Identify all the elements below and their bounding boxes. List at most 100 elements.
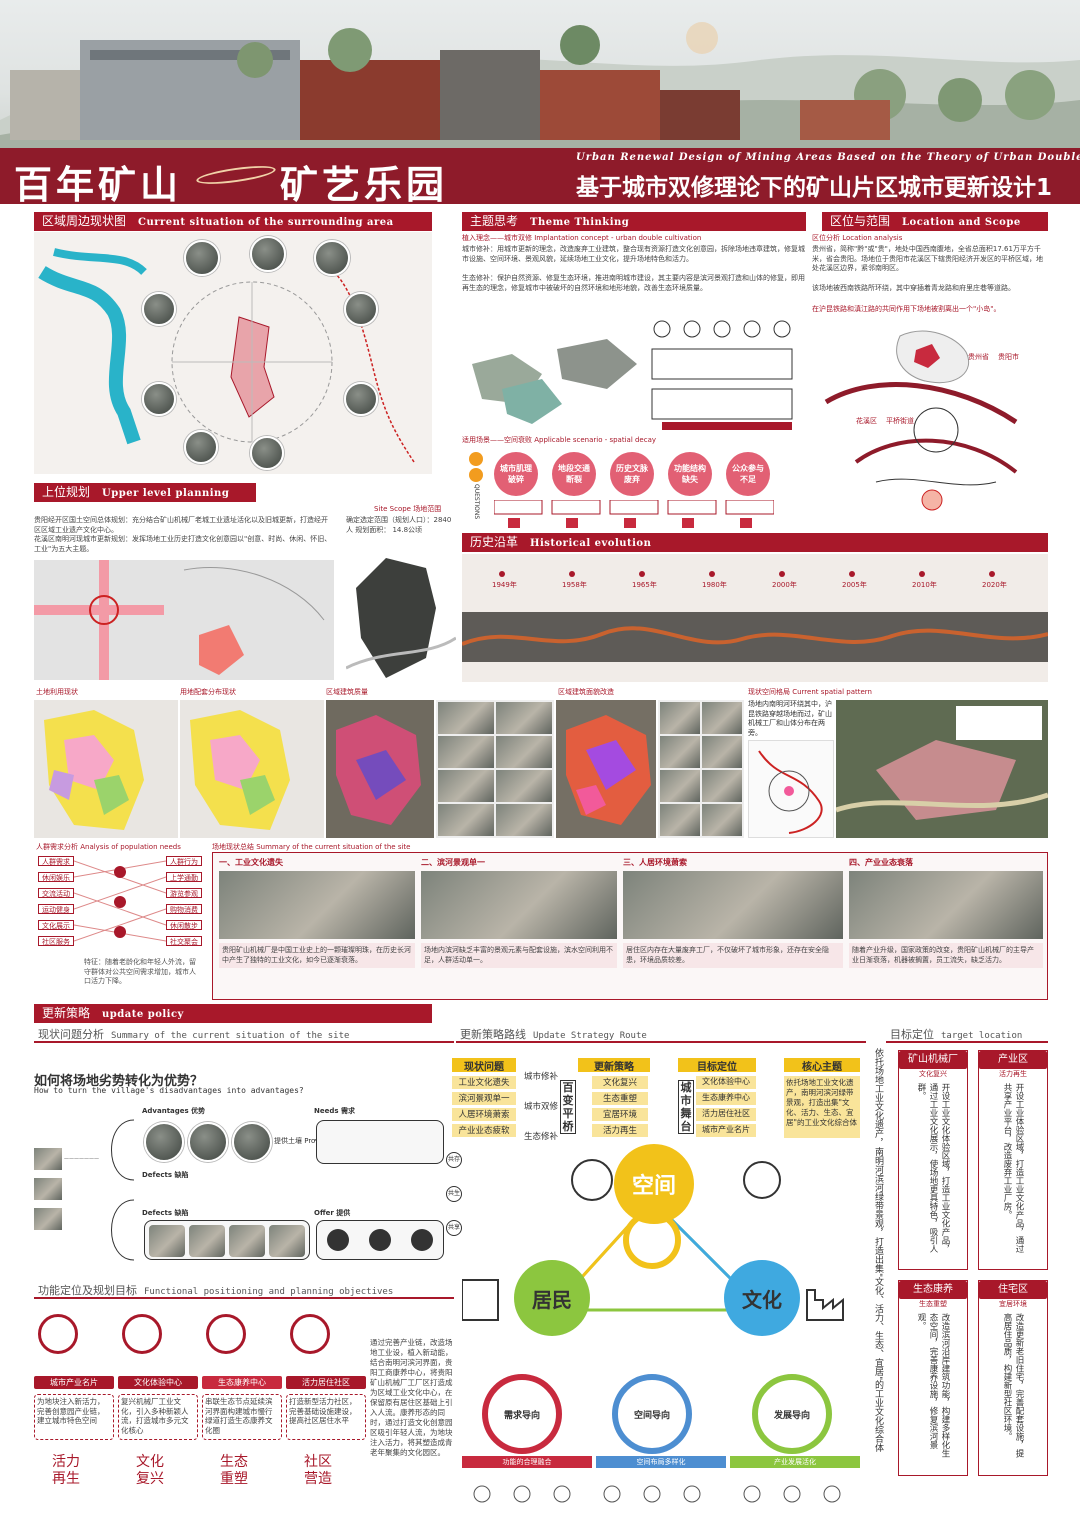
upper-p1: 贵阳经开区国土空间总体规划：充分结合矿山机械厂老城工业遗址活化以及旧城更新，打造… — [34, 516, 328, 534]
flow-bar: 空间布局多样化 — [596, 1456, 726, 1468]
photo-circle — [142, 382, 176, 416]
upper-p2: 花溪区南明河现城市更新规划：发挥场地工业历史打造文化创意园以"创意、时尚、休闲、… — [34, 535, 332, 553]
defect-label: Defects 缺陷 — [142, 1171, 189, 1179]
title-cn-left-1: 百年矿山 — [14, 162, 183, 207]
issue-text: 居住区内存在大量废弃工厂，不仅破坏了城市形象，还存在安全隐患，环境品质较差。 — [623, 943, 843, 968]
subheader-route: 更新策略路线 Update Strategy Route — [456, 1026, 866, 1043]
section-en: Current situation of the surrounding are… — [138, 217, 394, 228]
history-year: 1949年 — [492, 581, 517, 589]
target-card-title: 产业区 — [979, 1051, 1047, 1069]
needs-chip: 交流活动 — [38, 888, 74, 898]
map-label: 贵阳市 — [998, 353, 1019, 361]
subheader-en: Update Strategy Route — [533, 1031, 647, 1041]
site-scope-drawing — [345, 558, 457, 678]
defect-label-2: Defects 缺陷 — [142, 1209, 189, 1217]
target-card-sub: 活力再生 — [999, 1070, 1027, 1078]
adv-photo — [188, 1122, 228, 1162]
offer-box — [316, 1220, 444, 1260]
needs-title-2: 场地现状总结 Summary of the current situation … — [212, 843, 411, 851]
theme-flow-diagram — [472, 320, 793, 430]
flow-icons — [473, 1485, 841, 1503]
offer-label: Offer 提供 — [314, 1209, 351, 1217]
needs-chip: 社区服务 — [38, 936, 74, 946]
flow-bar: 功能的合理融合 — [462, 1456, 592, 1468]
spatial-pattern-drawing — [758, 750, 823, 834]
map-caption: 用地配套分布现状 — [180, 688, 236, 696]
history-year: 1965年 — [632, 581, 657, 589]
history-timeline: 1949年 1958年 1965年 1980年 2000年 2005年 2010… — [461, 554, 1049, 682]
func-tag: 生态康养中心 — [202, 1376, 282, 1389]
issue-title: 三、人居环境萧索 — [623, 858, 687, 867]
aerial-photo — [836, 700, 1048, 838]
target-card: 矿山机械厂 文化复兴 开设工业文化体验区域，打造工业文化产品，通过工业文化展示，… — [898, 1050, 968, 1270]
subheader-function: 功能定位及规划目标 Functional positioning and pla… — [34, 1282, 454, 1299]
photo-circle — [142, 292, 176, 326]
needs-chip: 游览参观 — [166, 888, 202, 898]
triangle-diagram: 空间 居民 文化 — [461, 1140, 862, 1350]
target-cell: 城市产业名片 — [696, 1124, 756, 1137]
func-icon — [38, 1314, 78, 1354]
map-label: 平桥街道 — [886, 417, 914, 425]
target-card-title: 生态康养 — [899, 1281, 967, 1299]
issue-card: 二、滨河景观单一 场地内滨河缺乏丰富的景观元素与配套设施，滨水空间利用不足，人群… — [421, 857, 617, 968]
landuse-drawing — [44, 710, 144, 830]
history-note: 场地内南明河环绕其中，沪昆铁路穿越场地而过，矿山机械工厂和山体分布在两旁。 — [748, 700, 832, 737]
question-detail-row — [493, 499, 775, 530]
stage-bubble: 共享 — [446, 1220, 462, 1236]
strategy-route-table: 现状问题 更新策略 目标定位 核心主题 工业文化遗失 滨河景观单一 人居环境萧索… — [452, 1058, 862, 1142]
map-caption: 区域建筑质量 — [326, 688, 368, 696]
theme-p2: 生态修补：保护自然资源、修复生态环境，推进南明城市建设，其主要内容是滨河景观打造… — [462, 274, 805, 292]
repair-label: 生态修补 — [524, 1132, 559, 1142]
problem-cell: 产业业态疲软 — [452, 1124, 516, 1137]
location-map-drawing — [824, 330, 1018, 511]
issues-panel: 一、工业文化遗失 贵阳矿山机械厂是中国工业史上的一颗璀璨明珠，在历史长河中产生了… — [212, 852, 1048, 1000]
title-cn-right: 基于城市双修理论下的矿山片区城市更新设计1 — [576, 175, 1053, 201]
section-en: update policy — [102, 1009, 184, 1020]
issue-card: 一、工业文化遗失 贵阳矿山机械厂是中国工业史上的一颗璀璨明珠，在历史长河中产生了… — [219, 857, 415, 968]
history-year: 1958年 — [562, 581, 587, 589]
adv-photo — [232, 1122, 272, 1162]
goal-word: 社区营造 — [304, 1454, 332, 1487]
needs-chip: 人群行为 — [166, 856, 202, 866]
question-bubble: 地段交通断裂 — [552, 452, 596, 496]
section-en: Location and Scope — [902, 217, 1021, 228]
needs-note: 特征：随着老龄化和年轻人外流，留守群体对公共空间需求增加，城市人口活力下降。 — [84, 958, 196, 985]
issue-title: 一、工业文化遗失 — [219, 858, 283, 867]
problem-cell: 滨河景观单一 — [452, 1092, 516, 1105]
target-card-title: 矿山机械厂 — [899, 1051, 967, 1069]
goal-word: 文化复兴 — [136, 1454, 164, 1487]
map-caption: 土地利用现状 — [36, 688, 78, 696]
surrounding-map — [34, 232, 432, 474]
theme-intro: 植入理念——城市双修 Implantation concept - urban … — [462, 234, 702, 242]
repair-label: 城市修补 — [524, 1072, 559, 1082]
swirl-ornament — [195, 162, 277, 188]
building-photo-grid — [436, 700, 554, 838]
section-cn: 历史沿革 — [470, 535, 519, 549]
stage-bubble: 共生 — [446, 1186, 462, 1202]
subheader-cn: 目标定位 — [890, 1028, 934, 1041]
stage-word: 城市舞台 — [678, 1080, 694, 1134]
target-cell: 活力居住社区 — [696, 1108, 756, 1121]
target-card-sub: 宜居环境 — [999, 1300, 1027, 1308]
photo-circle — [184, 430, 218, 464]
photo-circle — [344, 292, 378, 326]
questions-icon: QUESTIONS — [464, 450, 488, 530]
photo-circle — [250, 436, 284, 470]
map-caption: 区域建筑面貌改造 — [558, 688, 614, 696]
title-en: Urban Renewal Design of Mining Areas Bas… — [576, 152, 1080, 163]
provide-label: 提供土壤 Providing soil — [274, 1137, 351, 1145]
func-icon — [206, 1314, 246, 1354]
advantage-diagram: ——————— Advantages 优势 Defects 缺陷 提供土壤 Pr… — [34, 1100, 462, 1276]
issue-text: 贵阳矿山机械厂是中国工业史上的一颗璀璨明珠，在历史长河中产生了独特的工业文化，如… — [219, 943, 415, 968]
adv-label: Advantages 优势 — [142, 1107, 206, 1115]
flow-diagram: 需求导向 空间导向 发展导向 功能的合理融合 空间布局多样化 产业发展活化 — [462, 1356, 862, 1520]
problem-cell: 人居环境萧索 — [452, 1108, 516, 1121]
needs-chip: 文化展示 — [38, 920, 74, 930]
target-card-sub: 生态重塑 — [919, 1300, 947, 1308]
issue-title: 四、产业业态衰落 — [849, 858, 913, 867]
upper-plan-map — [34, 560, 334, 680]
upper-scope: 确定选定范围（规划人口）：2840人 规划面积： 14.8公顷 — [346, 516, 452, 534]
question-bubble: 公众参与不足 — [726, 452, 770, 496]
